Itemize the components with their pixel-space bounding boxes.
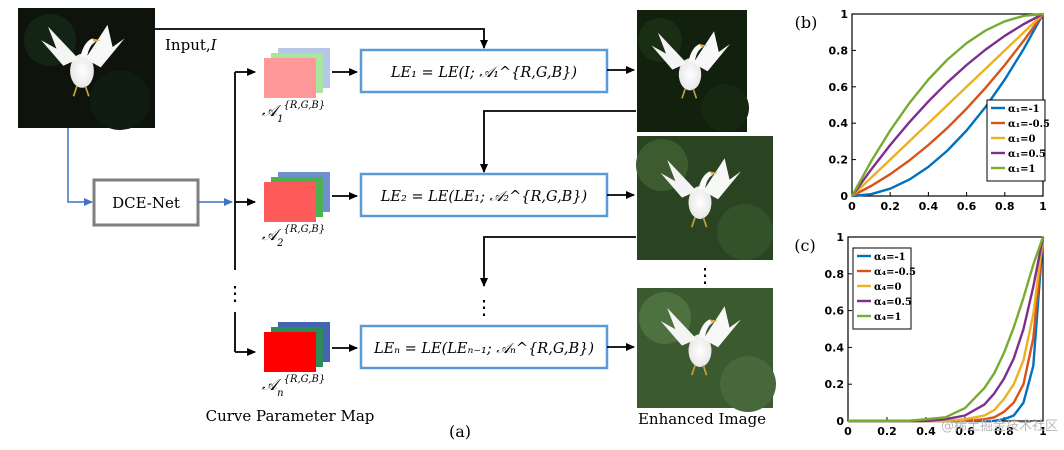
y-tick-label: 1 <box>840 8 848 21</box>
y-tick-label: 0 <box>840 190 848 203</box>
param-map-n-label: 𝒜n{R,G,B} <box>262 374 325 399</box>
legend-label-4: α₄=1 <box>874 312 901 323</box>
curve-chart-b: 0 0.2 0.4 0.6 0.8 1 0 0.2 0.4 0.6 0.8 1 α₁=-1 α₁=-0.5… <box>829 8 1051 213</box>
legend-label-2: α₁=0 <box>1008 134 1035 145</box>
param-map-1 <box>264 48 330 98</box>
dce-net-label: DCE-Net <box>112 194 180 212</box>
equation-1: LE₁ = LE(I; 𝒜₁^{R,G,B}) <box>390 65 577 81</box>
input-image <box>18 8 155 130</box>
x-tick-label: 0.2 <box>877 425 897 438</box>
y-tick-label: 0 <box>836 415 844 428</box>
curve-chart-c: 0 0.2 0.4 0.6 0.8 1 0 0.2 0.4 0.6 0.8 1 α₄=-1 α₄=-0.5… <box>825 231 1047 438</box>
enhanced-image-n <box>637 288 776 412</box>
equation-n: LEₙ = LE(LEₙ₋₁; 𝒜ₙ^{R,G,B}) <box>373 341 594 357</box>
x-tick-label: 0.6 <box>955 425 975 438</box>
watermark: @稀土掘金技术社区 <box>941 418 1058 434</box>
x-tick-label: 0.6 <box>957 200 977 213</box>
series-line-2 <box>851 13 1044 197</box>
x-tick-label: 0 <box>844 425 852 438</box>
legend-label-3: α₄=0.5 <box>874 297 912 308</box>
enhanced-image-2 <box>636 136 773 260</box>
legend-label-1: α₁=-0.5 <box>1008 119 1050 130</box>
map-to-equation-arrows <box>332 68 358 352</box>
curve-parameter-map-caption: Curve Parameter Map <box>206 407 375 425</box>
x-tick-label: 0 <box>848 200 856 213</box>
x-tick-label: 0.4 <box>916 425 936 438</box>
param-map-1-label: 𝒜1{R,G,B} <box>262 100 325 125</box>
legend-label-3: α₁=0.5 <box>1008 149 1046 160</box>
output-ellipsis: ⋮ <box>695 263 715 287</box>
series-line-1 <box>851 13 1044 198</box>
y-tick-label: 0.6 <box>829 81 849 94</box>
feedback-ellipsis: ⋮ <box>474 295 494 319</box>
equation-to-output-arrows <box>607 66 635 351</box>
param-map-2 <box>264 172 330 222</box>
branch-ellipsis: ⋮ <box>225 281 245 305</box>
input-arrow <box>155 28 488 49</box>
param-map-n <box>264 322 330 372</box>
equation-2: LE₂ = LE(LE₁; 𝒜₂^{R,G,B}) <box>380 189 587 205</box>
equation-box-2: LE₂ = LE(LE₁; 𝒜₂^{R,G,B}) <box>359 172 609 218</box>
y-tick-label: 1 <box>836 231 844 244</box>
enhanced-image-1 <box>637 10 749 132</box>
legend-label-0: α₁=-1 <box>1008 104 1040 115</box>
enhanced-image-caption: Enhanced Image <box>638 410 766 428</box>
legend-label-4: α₁=1 <box>1008 164 1035 175</box>
y-tick-label: 0.8 <box>829 44 849 57</box>
x-tick-label: 0.8 <box>994 425 1014 438</box>
series-line-4 <box>850 12 1044 197</box>
input-label: Input,I <box>165 36 218 54</box>
feedback-arrows <box>480 110 636 287</box>
x-tick-label: 1 <box>1039 425 1047 438</box>
y-tick-label: 0.6 <box>825 305 845 318</box>
x-tick-label: 0.4 <box>919 200 939 213</box>
series-line-0 <box>851 13 1045 198</box>
x-tick-label: 0.8 <box>995 200 1015 213</box>
panel-c-label: (c) <box>794 236 815 255</box>
series-line-4 <box>848 236 1045 423</box>
panel-b-label: (b) <box>795 13 818 32</box>
y-tick-label: 0.4 <box>825 341 845 354</box>
branch-lines <box>234 68 256 356</box>
x-tick-label: 1 <box>1039 200 1047 213</box>
legend-label-2: α₄=0 <box>874 282 901 293</box>
y-tick-label: 0.2 <box>825 378 845 391</box>
y-tick-label: 0.2 <box>829 154 849 167</box>
series-line-3 <box>851 12 1044 197</box>
legend-label-1: α₄=-0.5 <box>874 267 916 278</box>
equation-box-n: LEₙ = LE(LEₙ₋₁; 𝒜ₙ^{R,G,B}) <box>359 324 609 370</box>
input-to-dce-arrow <box>67 128 93 206</box>
y-tick-label: 0.4 <box>829 117 849 130</box>
equation-box-1: LE₁ = LE(I; 𝒜₁^{R,G,B}) <box>359 48 609 94</box>
x-tick-label: 0.2 <box>880 200 900 213</box>
legend-label-0: α₄=-1 <box>874 252 906 263</box>
y-tick-label: 0.8 <box>825 268 845 281</box>
panel-a-label: (a) <box>449 422 471 441</box>
param-map-2-label: 𝒜2{R,G,B} <box>262 224 325 249</box>
dce-net-block: DCE-Net <box>92 178 200 227</box>
